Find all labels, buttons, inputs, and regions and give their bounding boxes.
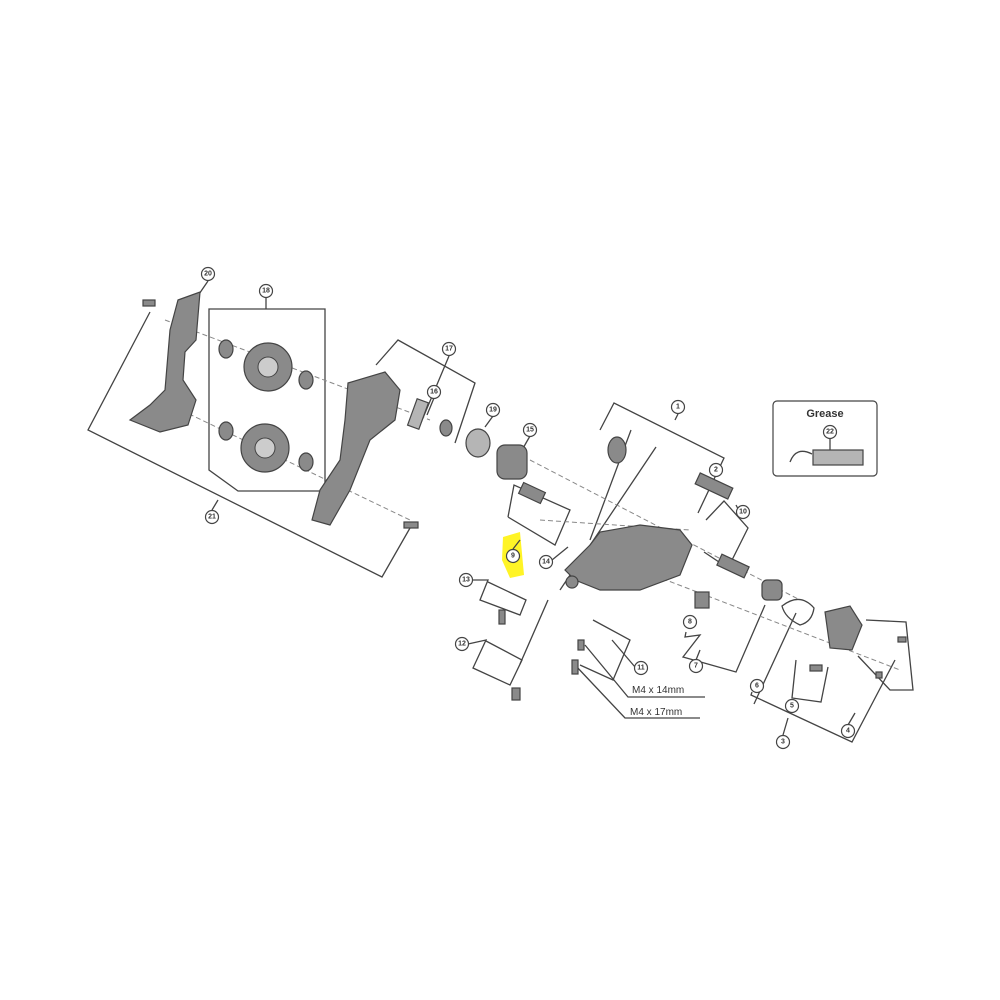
callout-circle <box>688 658 704 674</box>
callout-number: 16 <box>430 389 438 396</box>
clutch-cover <box>824 605 863 651</box>
callout-circle <box>505 548 521 564</box>
callout-number: 22 <box>826 429 834 436</box>
callout-number: 1 <box>676 404 680 411</box>
callout-circle <box>633 660 649 676</box>
callout-circle <box>775 734 791 750</box>
callout-13: 13 <box>458 572 474 588</box>
inner-cage-plate <box>311 371 401 526</box>
callout-circle <box>485 402 501 418</box>
callout-circle <box>200 266 216 282</box>
callout-11: 11 <box>633 660 649 676</box>
callout-number: 2 <box>714 467 718 474</box>
callout-circle <box>735 504 751 520</box>
callout-4: 4 <box>840 723 856 739</box>
callout-circle <box>426 384 442 400</box>
main-body <box>564 524 693 591</box>
callout-10: 10 <box>735 504 751 520</box>
callout-18: 18 <box>258 283 274 299</box>
callout-number: 3 <box>781 739 785 746</box>
bolt-spec-14mm: M4 x 14mm <box>632 685 684 696</box>
cable-adjuster <box>694 591 710 609</box>
callout-21: 21 <box>204 509 220 525</box>
callout-circle <box>522 422 538 438</box>
callout-number: 15 <box>526 427 534 434</box>
grease-tube-icon <box>812 449 864 466</box>
callout-6: 6 <box>749 678 765 694</box>
gasket <box>781 598 815 626</box>
callout-number: 11 <box>637 665 645 672</box>
callout-number: 12 <box>458 641 466 648</box>
bolt-spec-17mm: M4 x 17mm <box>630 707 682 718</box>
callout-number: 18 <box>262 288 270 295</box>
callout-circle <box>441 341 457 357</box>
callout-circle <box>822 424 838 440</box>
callout-16: 16 <box>426 384 442 400</box>
callout-8: 8 <box>682 614 698 630</box>
callout-number: 8 <box>688 619 692 626</box>
callout-5: 5 <box>784 698 800 714</box>
clutch-unit <box>761 579 783 601</box>
callout-7: 7 <box>688 658 704 674</box>
parts <box>128 291 907 701</box>
pivot-axle <box>694 472 734 500</box>
cage-bushing <box>496 444 528 480</box>
callout-number: 9 <box>511 553 515 560</box>
callout-22: 22 <box>822 424 838 440</box>
callout-number: 21 <box>208 514 216 521</box>
callout-circle <box>840 723 856 739</box>
seal-ring <box>607 436 627 464</box>
callout-circle <box>454 636 470 652</box>
outer-plate <box>128 291 201 433</box>
callout-number: 14 <box>542 559 550 566</box>
callout-number: 13 <box>462 577 470 584</box>
b-tension-bolt <box>716 553 750 579</box>
callout-circle <box>784 698 800 714</box>
callout-circle <box>258 283 274 299</box>
callout-number: 5 <box>790 703 794 710</box>
callout-number: 4 <box>846 728 850 735</box>
callout-circle <box>670 399 686 415</box>
callout-14: 14 <box>538 554 554 570</box>
callout-circle <box>538 554 554 570</box>
callout-12: 12 <box>454 636 470 652</box>
callout-number: 6 <box>755 683 759 690</box>
callout-number: 10 <box>739 509 747 516</box>
callout-17: 17 <box>441 341 457 357</box>
callout-number: 17 <box>445 346 453 353</box>
callout-number: 7 <box>694 663 698 670</box>
callout-number: 20 <box>204 271 212 278</box>
grease-box: Grease <box>772 400 878 477</box>
callout-9: 9 <box>505 548 521 564</box>
callout-circle <box>682 614 698 630</box>
callout-1: 1 <box>670 399 686 415</box>
callout-20: 20 <box>200 266 216 282</box>
adjust-bolt <box>517 481 547 505</box>
callout-circle <box>749 678 765 694</box>
grease-title: Grease <box>806 408 843 420</box>
callout-number: 19 <box>489 407 497 414</box>
callout-19: 19 <box>485 402 501 418</box>
callout-3: 3 <box>775 734 791 750</box>
callout-2: 2 <box>708 462 724 478</box>
bushing-ring <box>465 428 491 458</box>
cage-spring <box>406 398 430 430</box>
callout-circle <box>204 509 220 525</box>
callout-circle <box>708 462 724 478</box>
callout-15: 15 <box>522 422 538 438</box>
callout-circle <box>458 572 474 588</box>
plate-bolt <box>142 299 156 307</box>
